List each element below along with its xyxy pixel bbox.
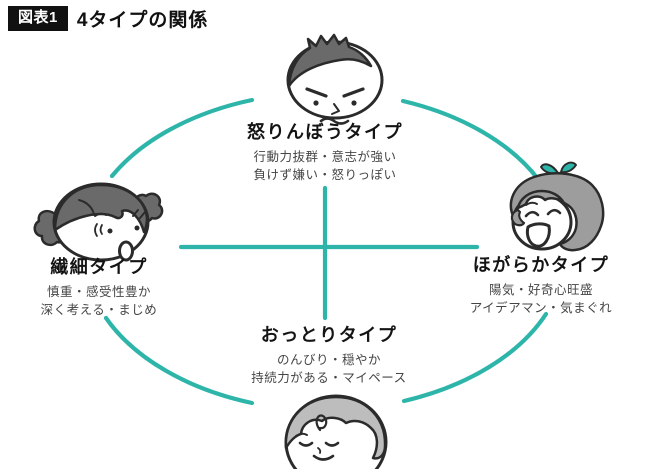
type-block-angry: 怒りんぼうタイプ 行動力抜群・意志が強い 負けず嫌い・怒りっぽい — [247, 118, 403, 184]
nose — [317, 447, 322, 454]
type-name: ほがらかタイプ — [472, 255, 610, 275]
hair — [53, 183, 149, 234]
cheek-strand — [510, 208, 526, 227]
eyebrow — [295, 432, 308, 437]
figure-header: 図表1 4タイプの関係 — [8, 5, 208, 32]
right-eye — [351, 100, 357, 106]
ellipse-arc-bottom-right — [401, 311, 549, 404]
type-trait: のんびり・穏やか — [276, 353, 382, 367]
type-trait: 慎重・感受性豊か — [46, 285, 152, 299]
type-trait: アイデアマン・気まぐれ — [469, 300, 613, 315]
closed-eyes — [298, 441, 340, 447]
eyebrows — [305, 87, 365, 98]
ellipse-arcs — [103, 97, 549, 406]
ellipse-arc-bottom-left — [103, 315, 255, 406]
type-trait: 負けず嫌い・怒りっぽい — [253, 167, 397, 182]
hair-curl — [315, 414, 328, 432]
closed-happy-eyes — [524, 208, 562, 218]
open-mouth — [118, 240, 134, 262]
worry-lines — [94, 223, 103, 237]
type-name: おっとりタイプ — [260, 325, 398, 345]
left-eye — [313, 100, 319, 106]
smile-mouth — [312, 454, 335, 461]
hair — [284, 395, 387, 460]
type-block-cheerful: ほがらかタイプ 陽気・好奇心旺盛 アイデアマン・気まぐれ — [470, 251, 612, 317]
eyebrow — [525, 201, 538, 206]
laughing-mouth — [525, 222, 551, 248]
type-block-sensitive: 繊細タイプ 慎重・感受性豊か 深く考える・まじめ — [41, 253, 158, 319]
figure-title: 4タイプの関係 — [76, 10, 209, 31]
hair — [287, 33, 373, 88]
eyebrows — [94, 209, 146, 219]
ellipse-arc-top-left — [109, 97, 255, 179]
figure-badge: 図表1 — [8, 6, 68, 31]
type-block-easygoing: おっとりタイプ のんびり・穏やか 持続力がある・マイペース — [251, 321, 406, 387]
type-name: 繊細タイプ — [50, 257, 148, 277]
type-trait: 持続力がある・マイペース — [251, 370, 407, 385]
axis-cross — [178, 185, 480, 321]
type-name: 怒りんぼうタイプ — [247, 122, 403, 142]
right-eye — [134, 225, 140, 231]
type-trait: 行動力抜群・意志が強い — [253, 150, 397, 164]
type-trait: 深く考える・まじめ — [40, 302, 158, 317]
angry-boy-face — [286, 33, 384, 125]
left-eye — [107, 228, 113, 234]
worried-girl-face — [33, 182, 164, 262]
hair-part-line — [78, 199, 95, 216]
cheerful-girl-face — [509, 161, 605, 252]
mouth — [319, 117, 350, 125]
nose — [331, 103, 340, 115]
relaxed-child-face — [284, 394, 388, 469]
ellipse-arc-top-right — [400, 98, 541, 182]
type-trait: 陽気・好奇心旺盛 — [488, 283, 594, 297]
